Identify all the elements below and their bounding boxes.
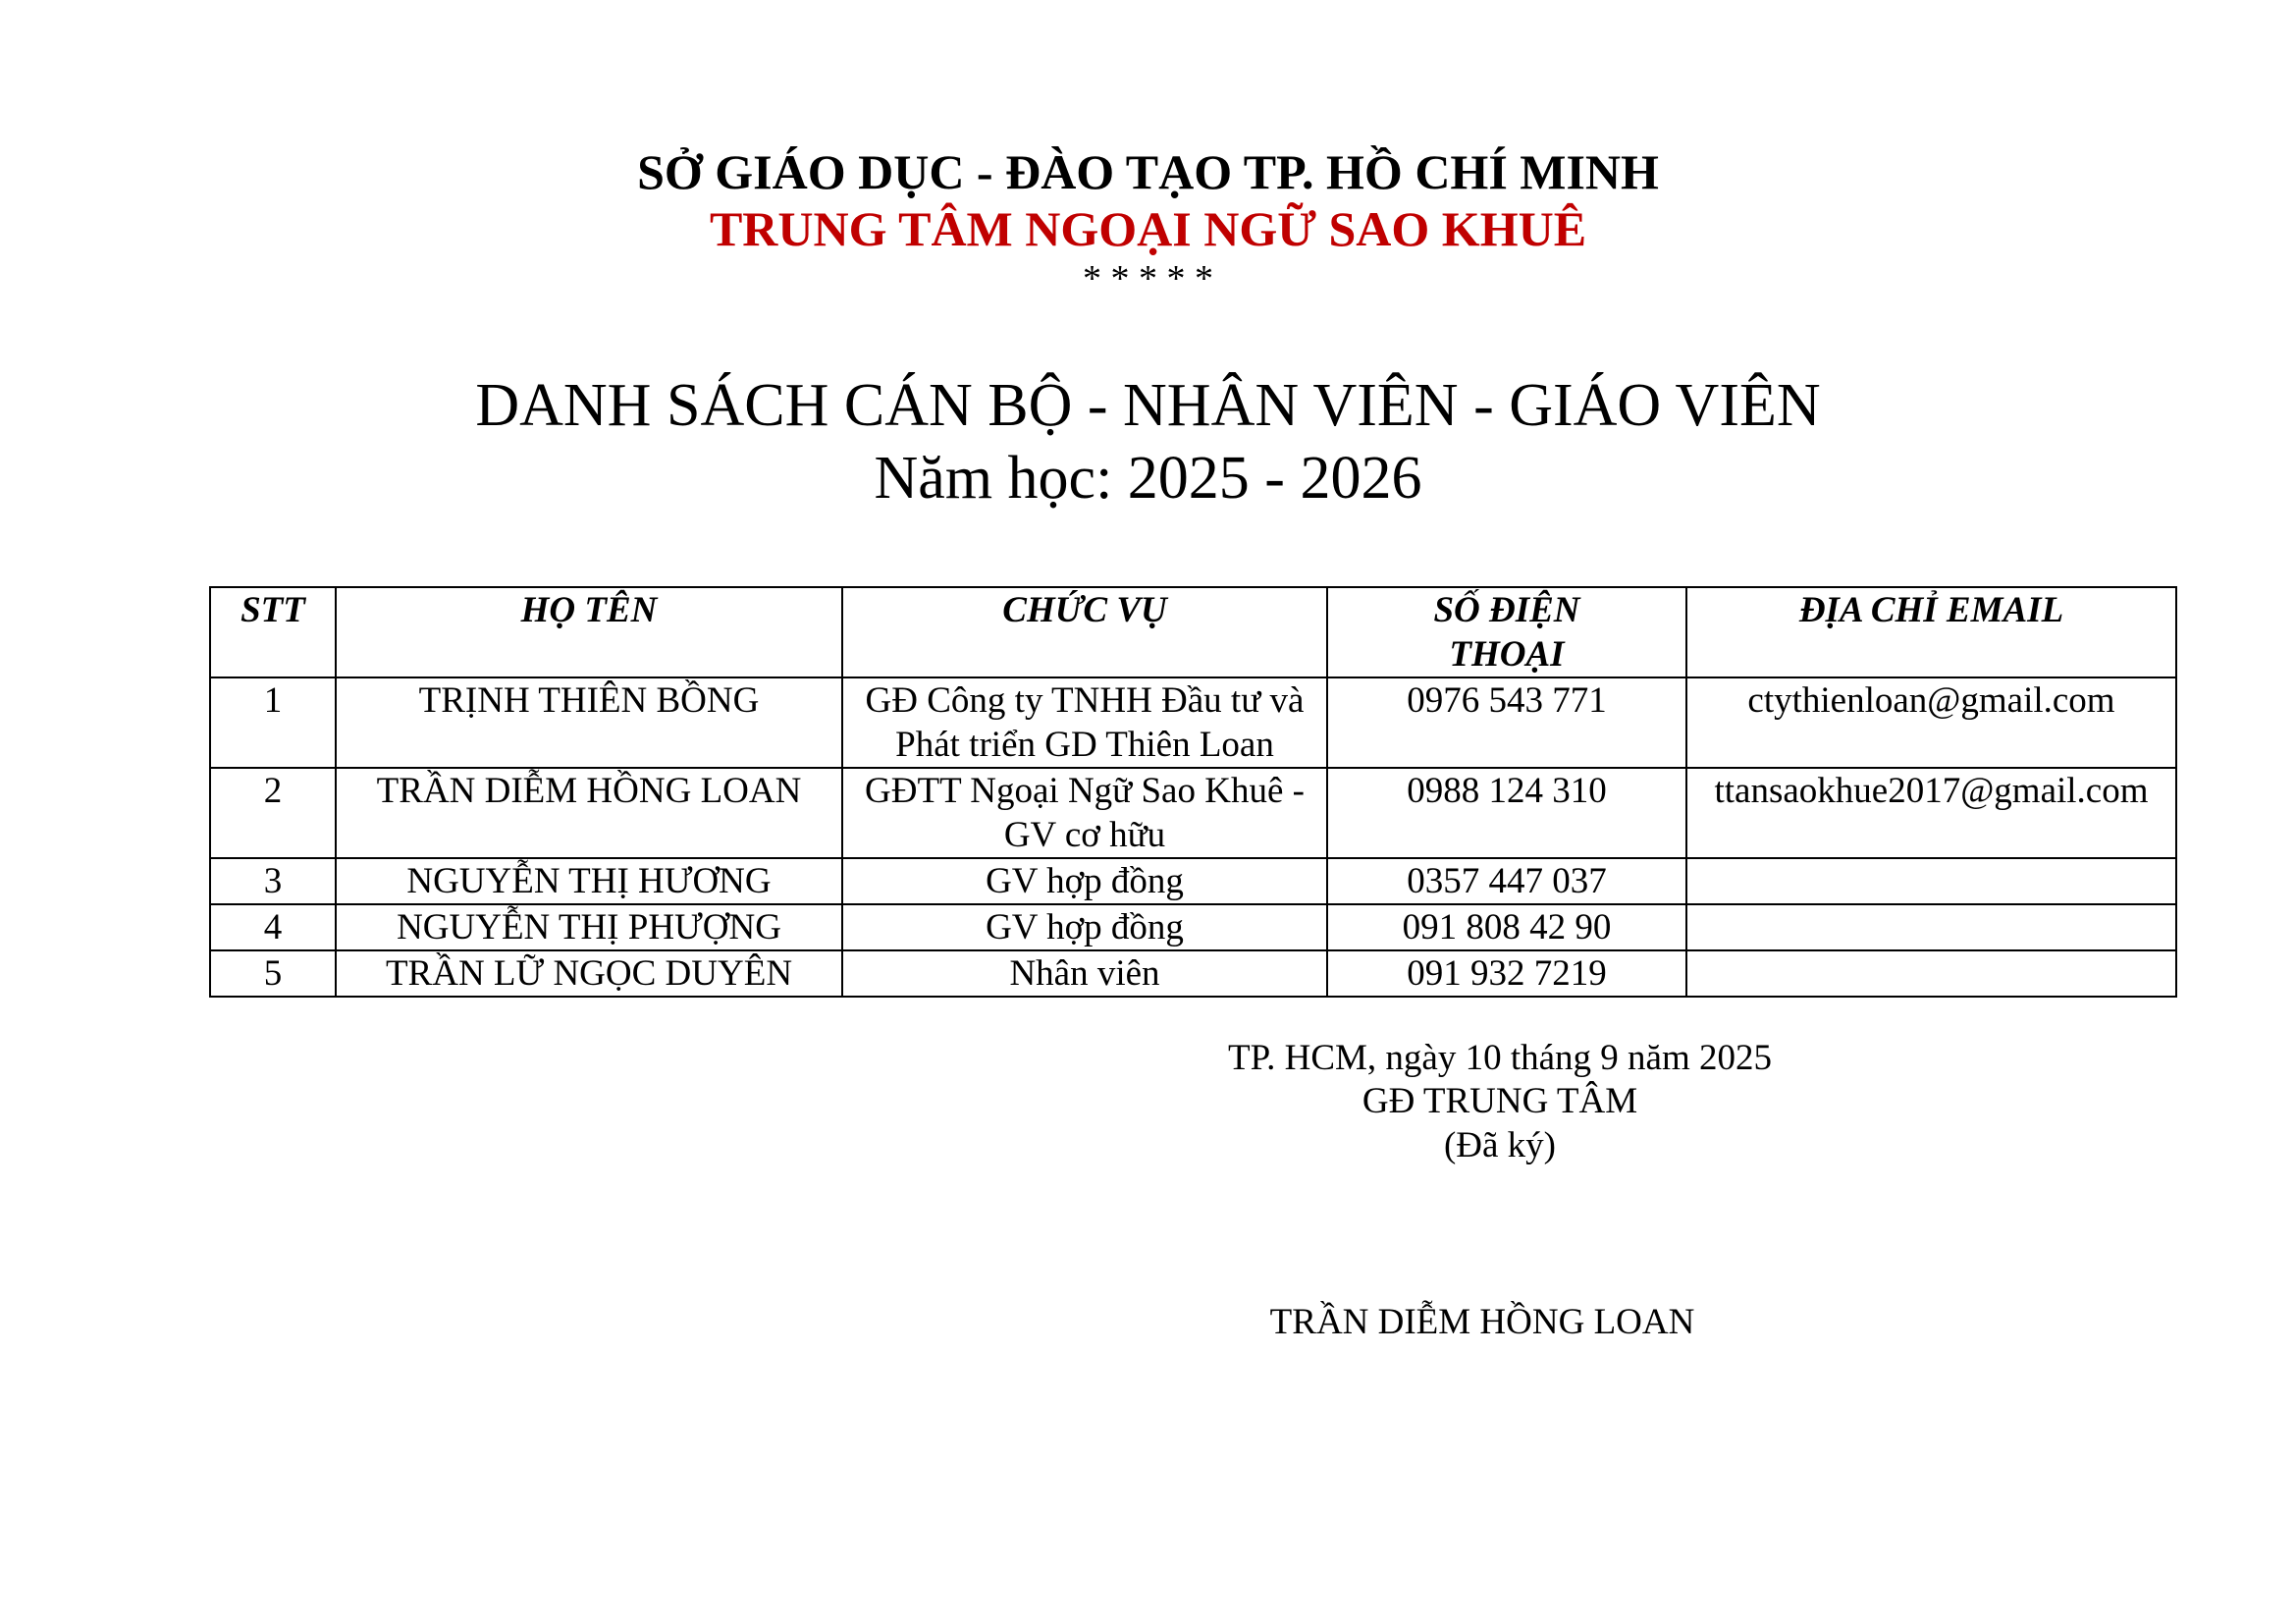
stt-cell: 5 [209, 949, 337, 998]
signature-date: TP. HCM, ngày 10 tháng 9 năm 2025 [1228, 1038, 1772, 1078]
document-title: DANH SÁCH CÁN BỘ - NHÂN VIÊN - GIÁO VIÊN [475, 372, 1821, 439]
email-cell [1685, 857, 2177, 905]
position-cell: GĐTT Ngoại Ngữ Sao Khuê - GV cơ hữu [841, 767, 1328, 859]
stt-cell: 4 [209, 903, 337, 951]
name-cell: TRẦN DIỄM HỒNG LOAN [335, 767, 843, 859]
stt-cell: 1 [209, 677, 337, 769]
position-cell: GV hợp đồng [841, 903, 1328, 951]
phone-cell: 0976 543 771 [1326, 677, 1687, 769]
school-year: Năm học: 2025 - 2026 [874, 445, 1422, 512]
email-cell: ctythienloan@gmail.com [1685, 677, 2177, 769]
name-cell: TRẦN LỮ NGỌC DUYÊN [335, 949, 843, 998]
phone-cell: 091 932 7219 [1326, 949, 1687, 998]
table-header-row: STT HỌ TÊN CHỨC VỤ SỐ ĐIỆN THOẠI ĐỊA CHỈ… [209, 586, 2177, 678]
center-heading: TRUNG TÂM NGOẠI NGỮ SAO KHUÊ [709, 201, 1587, 256]
signature-role: GĐ TRUNG TÂM [1362, 1081, 1638, 1121]
position-cell: Nhân viên [841, 949, 1328, 998]
column-header-stt: STT [209, 586, 337, 678]
signature-status: (Đã ký) [1443, 1125, 1557, 1165]
phone-cell: 0988 124 310 [1326, 767, 1687, 859]
stt-cell: 3 [209, 857, 337, 905]
email-cell: ttansaokhue2017@gmail.com [1685, 767, 2177, 859]
signature-name: TRẦN DIỄM HỒNG LOAN [1269, 1302, 1695, 1342]
column-header-name: HỌ TÊN [335, 586, 843, 678]
phone-cell: 091 808 42 90 [1326, 903, 1687, 951]
stt-cell: 2 [209, 767, 337, 859]
stars-divider: * * * * * [1083, 258, 1213, 299]
name-cell: NGUYỄN THỊ PHƯỢNG [335, 903, 843, 951]
department-heading: SỞ GIÁO DỤC - ĐÀO TẠO TP. HỒ CHÍ MINH [637, 144, 1659, 199]
column-header-phone: SỐ ĐIỆN THOẠI [1326, 586, 1687, 678]
name-cell: TRỊNH THIÊN BỒNG [335, 677, 843, 769]
name-cell: NGUYỄN THỊ HƯƠNG [335, 857, 843, 905]
phone-cell: 0357 447 037 [1326, 857, 1687, 905]
position-cell: GĐ Công ty TNHH Đầu tư và Phát triển GD … [841, 677, 1328, 769]
column-header-email: ĐỊA CHỈ EMAIL [1685, 586, 2177, 678]
staff-table: STT HỌ TÊN CHỨC VỤ SỐ ĐIỆN THOẠI ĐỊA CHỈ… [209, 586, 2177, 998]
column-header-position: CHỨC VỤ [841, 586, 1328, 678]
position-cell: GV hợp đồng [841, 857, 1328, 905]
email-cell [1685, 949, 2177, 998]
email-cell [1685, 903, 2177, 951]
